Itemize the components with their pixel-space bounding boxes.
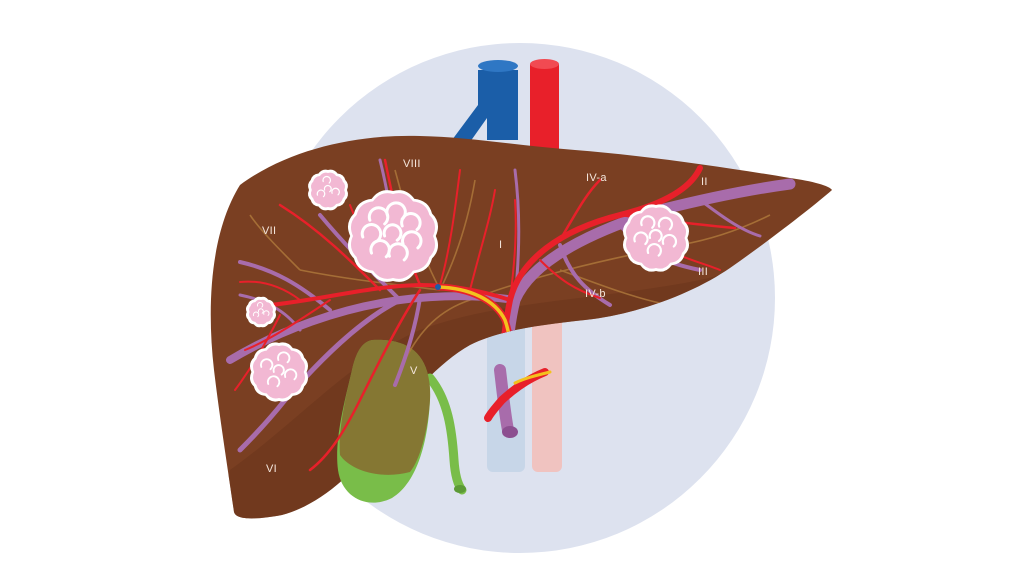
segment-label-vii: VII: [262, 225, 276, 237]
tumor-icon: [622, 204, 690, 272]
segment-label-v: V: [410, 365, 418, 377]
segment-label-ii: II: [701, 176, 708, 188]
tumors: [245, 169, 690, 402]
tumor-icon: [308, 169, 348, 211]
segment-label-vi: VI: [266, 463, 277, 475]
segment-label-i: I: [499, 239, 502, 251]
segment-label-iv-b: IV-b: [585, 288, 606, 300]
gallbladder-overlay: [339, 339, 431, 475]
aorta: [532, 300, 562, 472]
tumor-icon: [245, 296, 277, 328]
aorta-upper: [530, 59, 559, 156]
hepatic-artery-trunk: [484, 368, 552, 422]
tumor-icon: [249, 342, 309, 402]
segment-labels: VIII IV-a II VII I III IV-b V VI: [262, 158, 708, 475]
segment-label-iii: III: [698, 266, 708, 278]
segment-label-viii: VIII: [403, 158, 421, 170]
segment-label-iv-a: IV-a: [586, 172, 607, 184]
hepatic-vein: [452, 60, 518, 142]
tumor-icon: [347, 190, 439, 282]
duct-junction: [435, 284, 441, 290]
